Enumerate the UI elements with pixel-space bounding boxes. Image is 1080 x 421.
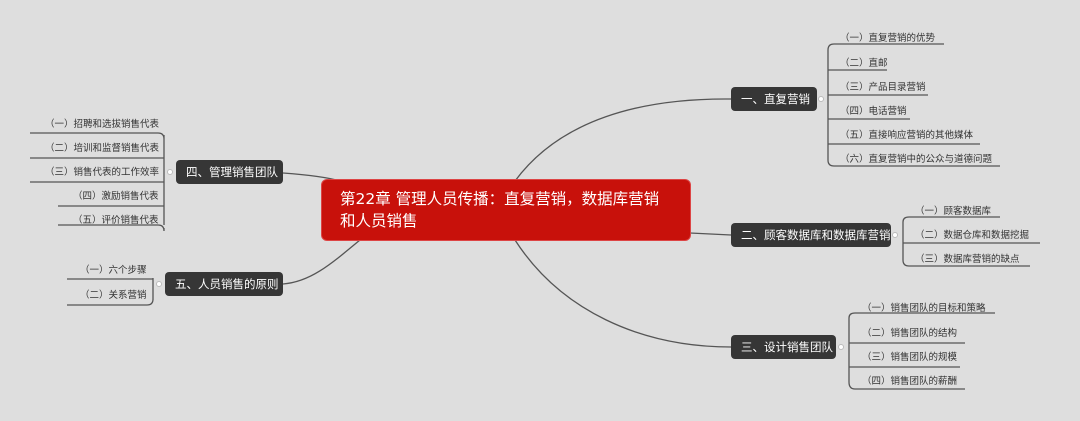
topic-customer-database[interactable]: 二、顾客数据库和数据库营销 bbox=[731, 223, 891, 247]
subtopic-item[interactable]: （二）培训和监督销售代表 bbox=[45, 143, 160, 154]
topic-direct-marketing[interactable]: 一、直复营销 bbox=[731, 87, 817, 111]
central-title-line2: 和人员销售 bbox=[340, 212, 418, 230]
subtopic-item[interactable]: （一）顾客数据库 bbox=[915, 206, 992, 217]
subtopic-item[interactable]: （一）招聘和选拔销售代表 bbox=[45, 119, 160, 130]
subtopic-item[interactable]: （三）数据库营销的缺点 bbox=[915, 254, 1020, 265]
collapse-toggle-icon[interactable] bbox=[892, 232, 898, 238]
subtopic-item[interactable]: （一）销售团队的目标和策略 bbox=[862, 303, 986, 314]
subtopic-item[interactable]: （五）直接响应营销的其他媒体 bbox=[840, 130, 974, 141]
central-title-line1: 第22章 管理人员传播：直复营销，数据库营销 bbox=[340, 190, 660, 208]
subtopic-item[interactable]: （四）销售团队的薪酬 bbox=[862, 376, 958, 387]
subtopic-item[interactable]: （五）评价销售代表 bbox=[73, 215, 159, 226]
collapse-toggle-icon[interactable] bbox=[156, 281, 162, 287]
subtopic-item[interactable]: （一）直复营销的优势 bbox=[840, 33, 936, 44]
subtopic-item[interactable]: （二）数据仓库和数据挖掘 bbox=[915, 230, 1030, 241]
subtopic-item[interactable]: （三）销售团队的规模 bbox=[862, 352, 958, 363]
collapse-toggle-icon[interactable] bbox=[838, 344, 844, 350]
subtopic-item[interactable]: （四）电话营销 bbox=[840, 106, 907, 117]
subtopic-item[interactable]: （二）销售团队的结构 bbox=[862, 328, 958, 339]
topic-design-sales-force[interactable]: 三、设计销售团队 bbox=[731, 335, 836, 359]
subtopic-item[interactable]: （二）关系营销 bbox=[80, 290, 147, 301]
subtopic-item[interactable]: （四）激励销售代表 bbox=[73, 191, 159, 202]
topic-personal-selling-principles[interactable]: 五、人员销售的原则 bbox=[165, 272, 283, 296]
subtopic-item[interactable]: （三）销售代表的工作效率 bbox=[45, 167, 160, 178]
central-topic[interactable]: 第22章 管理人员传播：直复营销，数据库营销 和人员销售 bbox=[322, 180, 690, 240]
subtopic-item[interactable]: （二）直邮 bbox=[840, 58, 888, 69]
subtopic-item[interactable]: （六）直复营销中的公众与道德问题 bbox=[840, 154, 993, 165]
collapse-toggle-icon[interactable] bbox=[818, 96, 824, 102]
collapse-toggle-icon[interactable] bbox=[167, 169, 173, 175]
subtopic-item[interactable]: （一）六个步骤 bbox=[80, 265, 147, 276]
topic-manage-sales-force[interactable]: 四、管理销售团队 bbox=[176, 160, 283, 184]
subtopic-item[interactable]: （三）产品目录营销 bbox=[840, 82, 926, 93]
